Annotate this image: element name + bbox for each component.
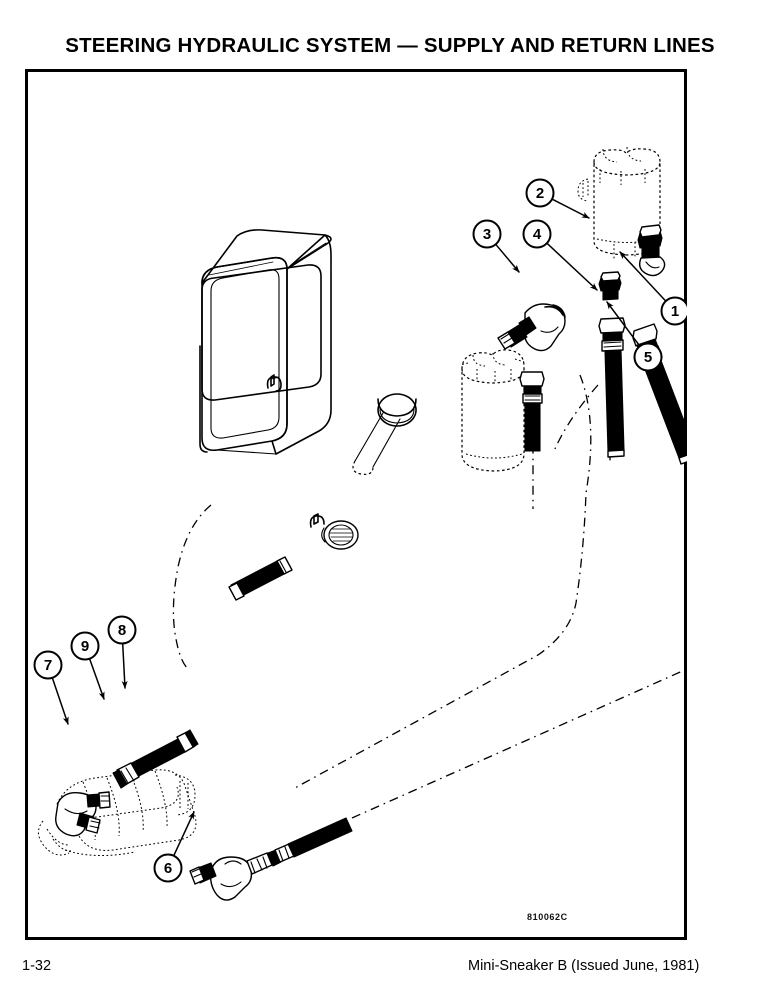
drawing-number: 810062C bbox=[527, 912, 568, 922]
page-title: STEERING HYDRAULIC SYSTEM — SUPPLY AND R… bbox=[65, 34, 715, 57]
publication-info: Mini-Sneaker B (Issued June, 1981) bbox=[468, 958, 700, 974]
illustration-frame bbox=[25, 69, 687, 940]
page-number: 1-32 bbox=[22, 958, 52, 974]
